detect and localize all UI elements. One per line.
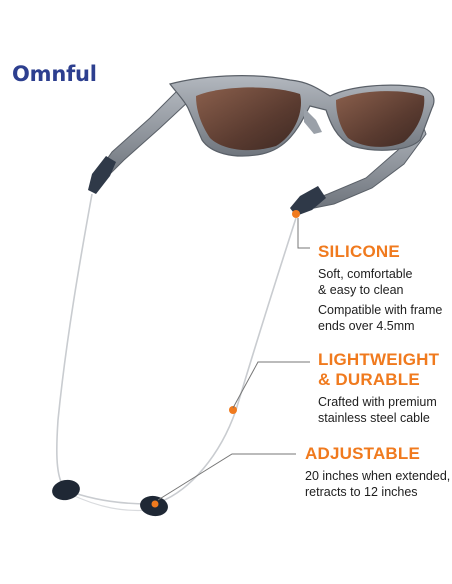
- feature-line: & easy to clean: [318, 283, 404, 297]
- feature-silicone: SILICONE Soft, comfortable & easy to cle…: [318, 242, 442, 334]
- feature-line: 20 inches when extended,: [305, 469, 451, 483]
- feature-line: ends over 4.5mm: [318, 319, 415, 333]
- right-tip-dot: [292, 210, 300, 218]
- right-silicone-tip: [290, 186, 326, 216]
- feature-line: Compatible with frame: [318, 303, 443, 317]
- feature-heading: ADJUSTABLE: [305, 444, 421, 463]
- feature-adjustable: ADJUSTABLE 20 inches when extended, retr…: [305, 444, 450, 500]
- nose-pad: [304, 108, 322, 134]
- right-lens: [336, 91, 425, 147]
- adjuster-dot: [151, 500, 159, 508]
- brand-logo: Omnful: [12, 62, 97, 86]
- feature-heading: SILICONE: [318, 242, 400, 261]
- cable-right: [159, 217, 297, 503]
- feature-line: Soft, comfortable: [318, 267, 413, 281]
- callout-silicone: [297, 218, 310, 249]
- cable-dot: [229, 406, 237, 414]
- cable-loop-2: [69, 493, 151, 512]
- feature-heading: LIGHTWEIGHT: [318, 350, 440, 369]
- feature-line: stainless steel cable: [318, 411, 430, 425]
- cable-left: [56, 193, 93, 485]
- left-lens: [196, 87, 301, 151]
- feature-lightweight: LIGHTWEIGHT & DURABLE Crafted with premi…: [318, 350, 439, 426]
- feature-heading: & DURABLE: [318, 370, 420, 389]
- callout-adjustable: [157, 453, 296, 501]
- feature-line: retracts to 12 inches: [305, 485, 418, 499]
- callout-lightweight: [232, 361, 310, 409]
- feature-line: Crafted with premium: [318, 395, 437, 409]
- adjuster-bead-left: [52, 479, 80, 501]
- left-silicone-tip: [88, 156, 116, 194]
